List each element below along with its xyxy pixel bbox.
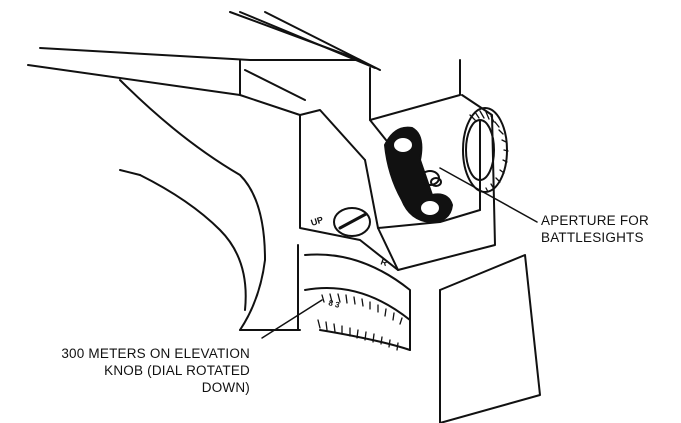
elevation-callout-line-3: DOWN) [201,380,250,395]
aperture-callout-line-1: APERTURE FOR [541,213,649,228]
marking-windage: R [379,256,389,268]
elevation-knob-knurling [317,293,403,351]
leader-lines [261,167,538,339]
elevation-callout-line-2: KNOB (DIAL ROTATED [104,363,250,378]
elevation-callout-label: 300 METERS ON ELEVATION KNOB (DIAL ROTAT… [40,345,250,396]
receiver-body [27,11,541,423]
aperture-callout-label: APERTURE FOR BATTLESIGHTS [541,212,649,246]
marking-elevation-digits: 8 3 [327,298,341,310]
windage-knob-knurling [469,110,509,193]
aperture-sight [384,126,453,223]
aperture-callout-line-2: BATTLESIGHTS [541,230,644,245]
marking-up: UP [310,215,325,228]
sight-housing [299,59,509,351]
elevation-callout-line-1: 300 METERS ON ELEVATION [61,346,250,361]
